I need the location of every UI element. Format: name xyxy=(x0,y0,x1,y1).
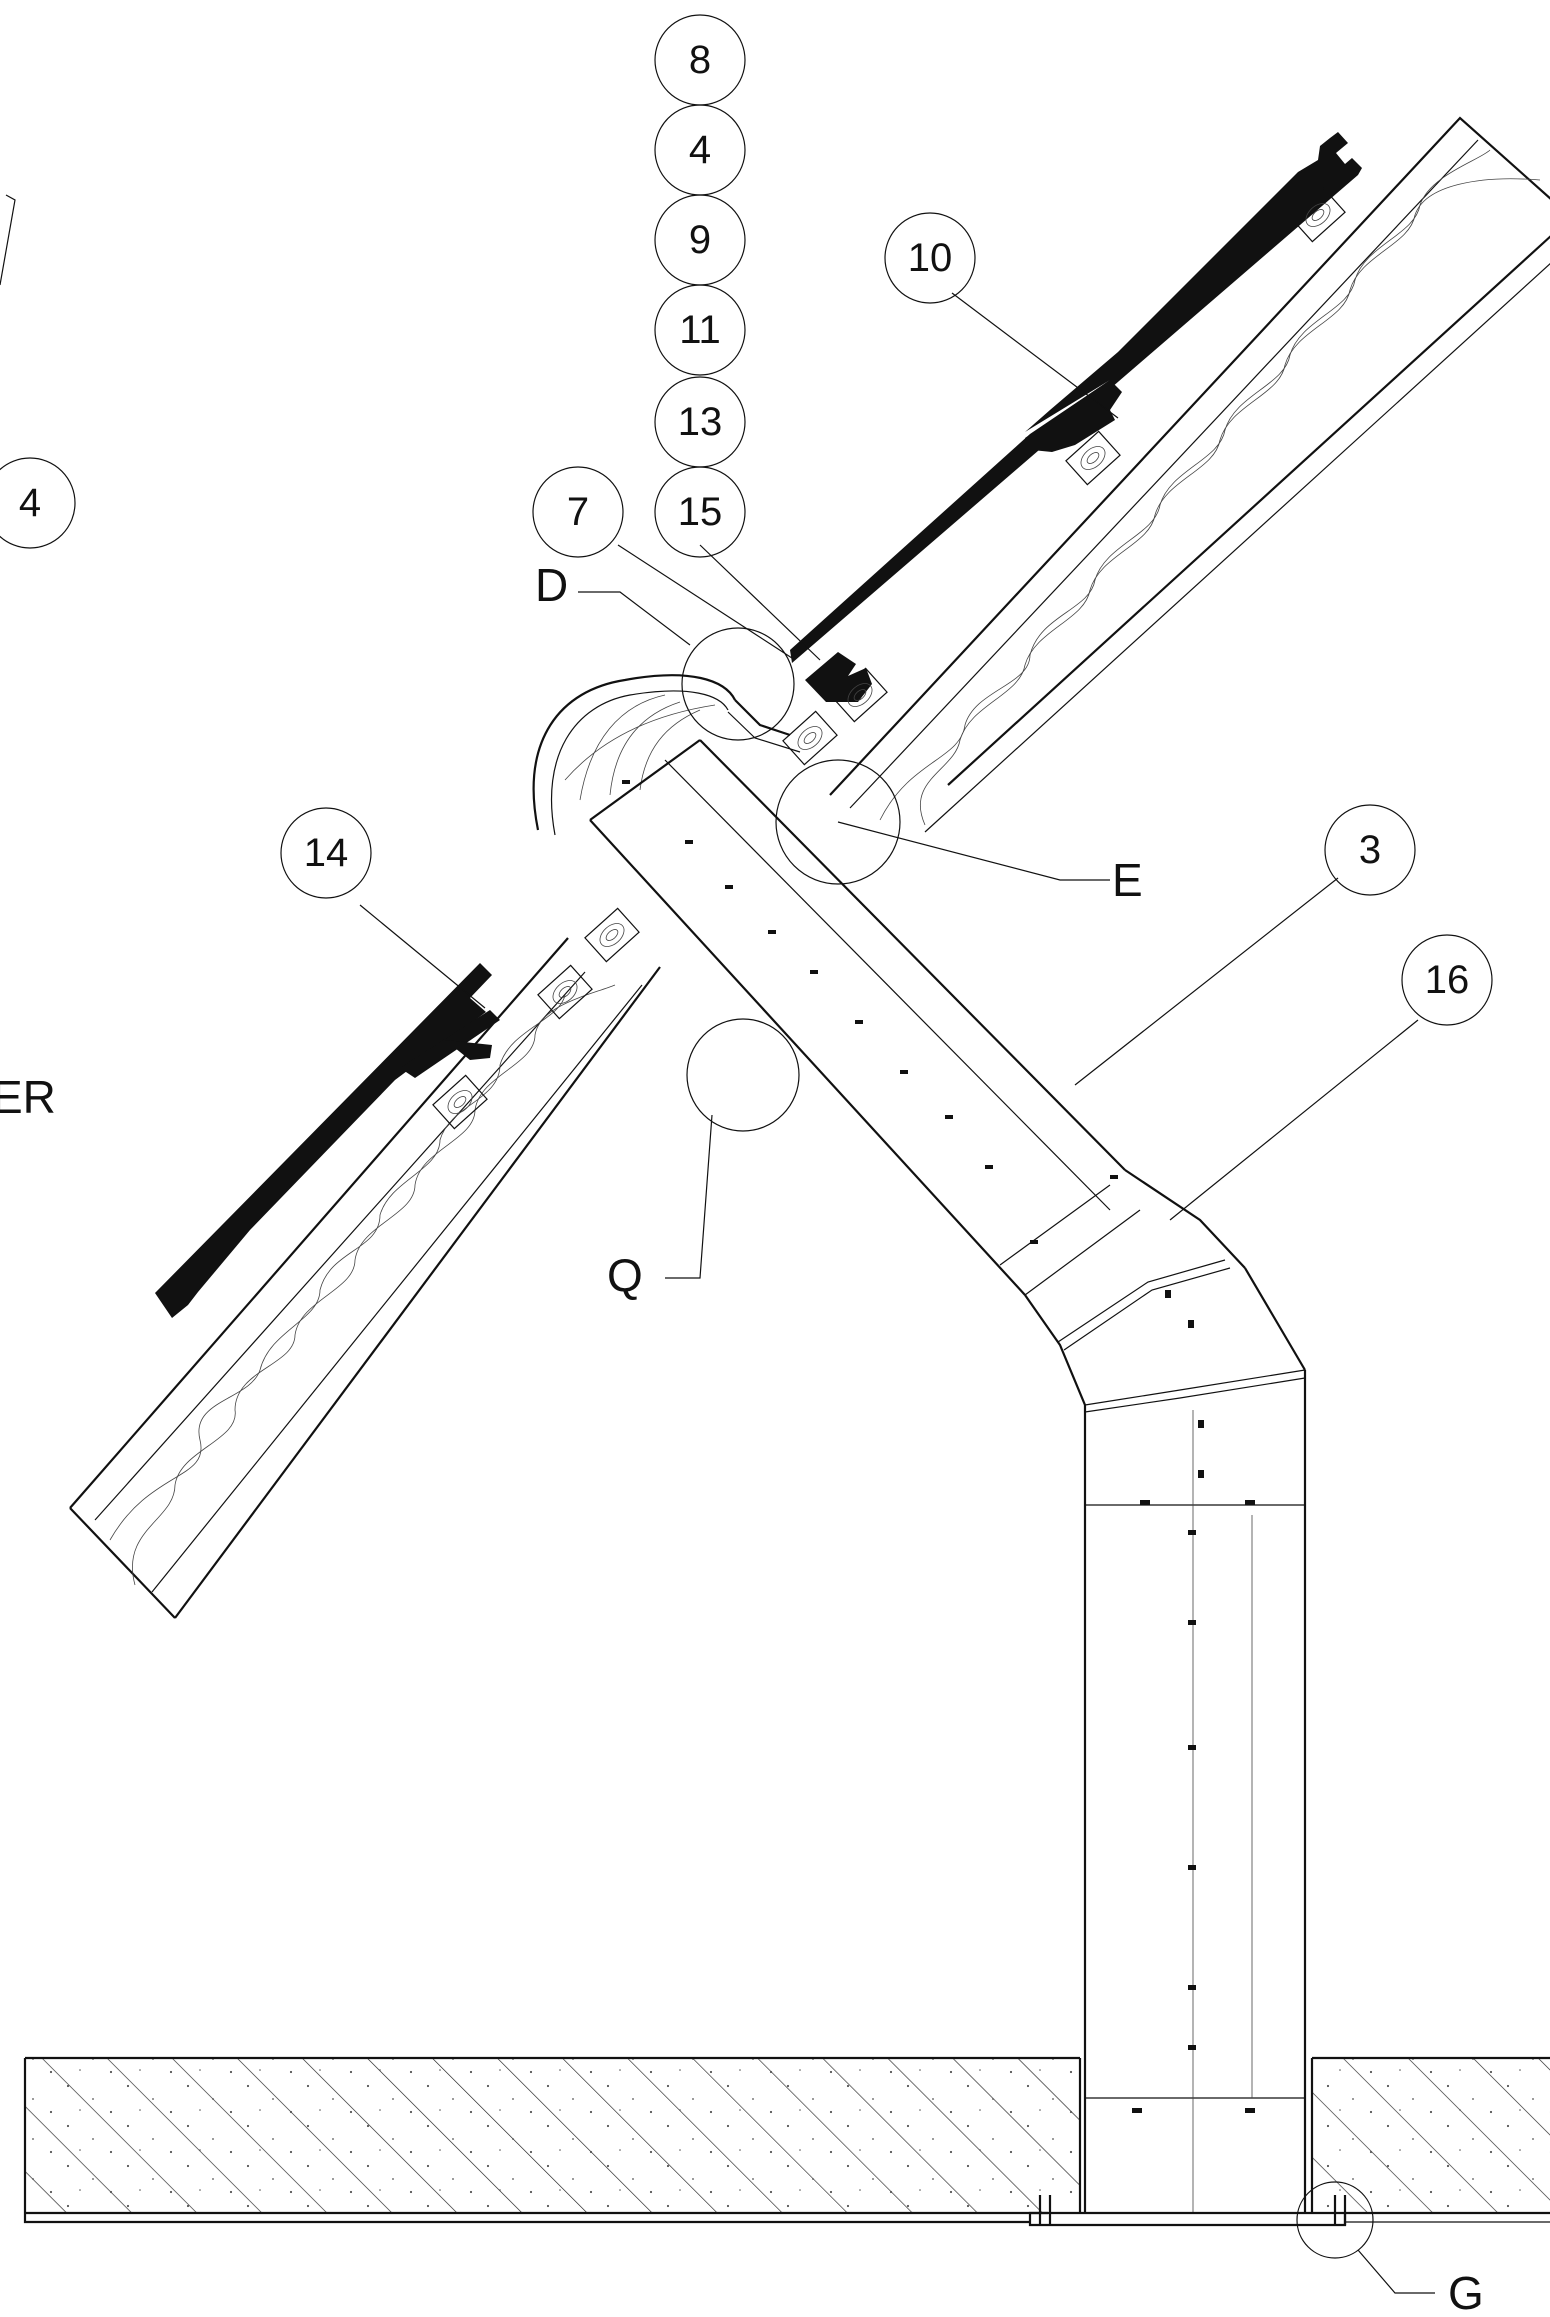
callout-15: 15 xyxy=(654,466,746,558)
skylight-dome xyxy=(532,674,801,836)
callout-13-label: 13 xyxy=(678,400,723,444)
detail-marker-d: D xyxy=(535,559,568,611)
callout-8-label: 8 xyxy=(689,38,711,82)
detail-circle-d xyxy=(578,591,795,741)
skylight-tube xyxy=(589,739,1347,2227)
roof-tiles-right xyxy=(790,132,1362,702)
callout-4: 4 xyxy=(654,104,746,196)
ceiling-slab xyxy=(23,2056,1550,2224)
callout-10-label: 10 xyxy=(908,236,953,280)
detail-marker-q: Q xyxy=(607,1249,643,1301)
callout-9-label: 9 xyxy=(689,218,711,262)
roof-insulation-band xyxy=(69,116,1550,1619)
battens xyxy=(432,187,1346,1130)
callout-13: 13 xyxy=(654,376,746,468)
callout-4-left-label: 4 xyxy=(19,481,41,525)
callout-14-label: 14 xyxy=(304,831,349,875)
callout-11-label: 11 xyxy=(679,308,721,352)
callout-leaders xyxy=(359,292,1419,1221)
detail-circle-g xyxy=(1296,2181,1435,2294)
callout-16-label: 16 xyxy=(1425,958,1470,1002)
callout-4-left: 4 xyxy=(0,457,76,549)
callout-4-label: 4 xyxy=(689,128,711,172)
callout-7-label: 7 xyxy=(567,490,589,534)
callout-9: 9 xyxy=(654,194,746,286)
detail-marker-e: E xyxy=(1112,854,1143,906)
ceiling-brackets xyxy=(1038,2195,1347,2225)
rivets xyxy=(622,780,1255,2113)
roof-tiles-left xyxy=(155,963,500,1318)
callout-3: 3 xyxy=(1324,804,1416,896)
callout-14: 14 xyxy=(280,807,372,899)
detail-circle-e xyxy=(775,759,1110,885)
detail-marker-g: G xyxy=(1448,2267,1484,2317)
callout-10: 10 xyxy=(884,212,976,304)
callout-3-label: 3 xyxy=(1359,828,1381,872)
detail-circle-q xyxy=(665,1018,800,1279)
clipped-leader xyxy=(0,194,16,286)
callout-8: 8 xyxy=(654,14,746,106)
callout-11: 11 xyxy=(654,284,746,376)
callout-16: 16 xyxy=(1401,934,1493,1026)
callout-7: 7 xyxy=(532,466,624,558)
callout-15-label: 15 xyxy=(678,490,723,534)
clipped-label: ER xyxy=(0,1071,56,1123)
